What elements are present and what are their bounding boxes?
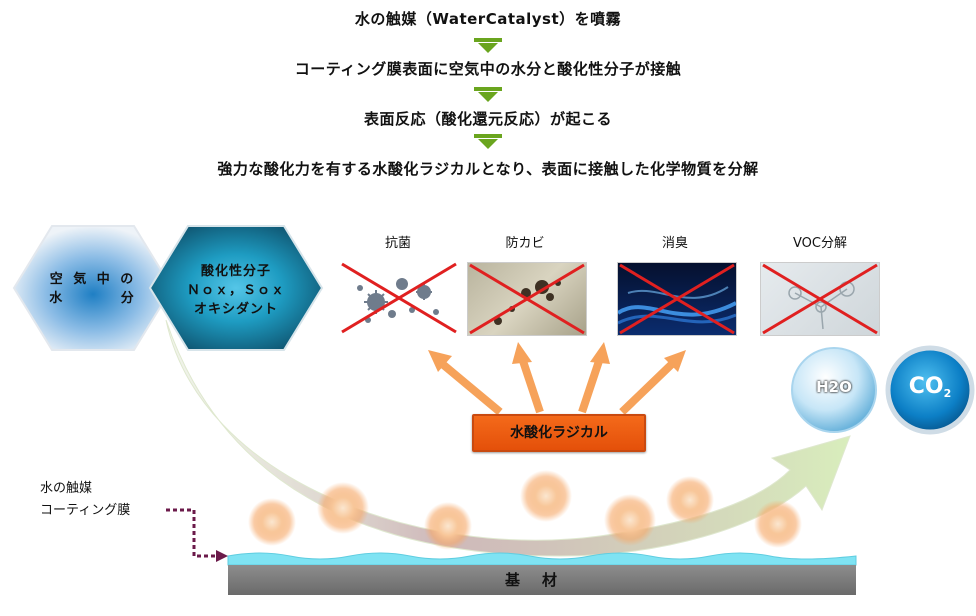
effect-image-bacteria (340, 262, 458, 334)
step-4: 強力な酸化力を有する水酸化ラジカルとなり、表面に接触した化学物質を分解 (217, 160, 759, 178)
step-2: コーティング膜表面に空気中の水分と酸化性分子が接触 (294, 60, 682, 78)
effect-image-voc (760, 262, 880, 336)
down-arrow-icon (474, 134, 502, 149)
effect-image-smoke (617, 262, 737, 336)
bacteria-icon (357, 278, 439, 323)
hex-oxidant-line2: Ｎｏｘ，Ｓｏｘ (186, 283, 285, 298)
coating-label-line2: コーティング膜 (40, 503, 131, 518)
effect-label-antimold: 防カビ (505, 236, 545, 251)
step-3: 表面反応（酸化還元反応）が起こる (363, 110, 612, 128)
co2-ball (885, 345, 975, 435)
down-arrow-icon (474, 38, 502, 53)
hydroxyl-radical-box: 水酸化ラジカル (472, 414, 646, 452)
cross-mark-icon (469, 263, 585, 335)
co2-subscript: 2 (943, 387, 952, 400)
hex-oxidant-line3: オキシダント (193, 302, 278, 317)
base-material (228, 565, 856, 595)
hex-water-line2: 水 分 (49, 291, 137, 306)
down-arrow-icon (474, 87, 502, 102)
base-material-label: 基材 (504, 571, 579, 589)
hex-water-shape (12, 225, 174, 351)
cross-mark-icon (762, 263, 878, 335)
voc-icon (788, 281, 855, 330)
effect-label-voc: VOC分解 (793, 236, 847, 251)
step-1: 水の触媒（WaterCatalyst）を噴霧 (354, 10, 622, 28)
coating-film (227, 552, 857, 566)
co2-main: CO (908, 374, 944, 399)
pointer-arrow (166, 508, 216, 558)
co2-label: CO2 (896, 374, 964, 400)
hex-oxidant-line1: 酸化性分子 (200, 264, 271, 279)
coating-label-line1: 水の触媒 (40, 481, 93, 496)
h2o-label: H2O (816, 378, 852, 396)
hex-oxidant-shape (148, 225, 324, 351)
effect-label-deodorize: 消臭 (661, 236, 688, 251)
cross-mark-icon (341, 262, 457, 334)
cross-mark-icon (619, 263, 735, 335)
hex-oxidant-label: 酸化性分子 Ｎｏｘ，Ｓｏｘ オキシダント (150, 262, 322, 319)
hex-water-line1: 空 気 中 の (49, 272, 137, 287)
coating-label: 水の触媒 コーティング膜 (40, 478, 130, 522)
hex-water-label: 空 気 中 の 水 分 (14, 270, 172, 308)
effect-label-antibacterial: 抗菌 (384, 236, 411, 251)
effect-image-mold (467, 262, 587, 336)
h2o-ball (791, 347, 877, 433)
